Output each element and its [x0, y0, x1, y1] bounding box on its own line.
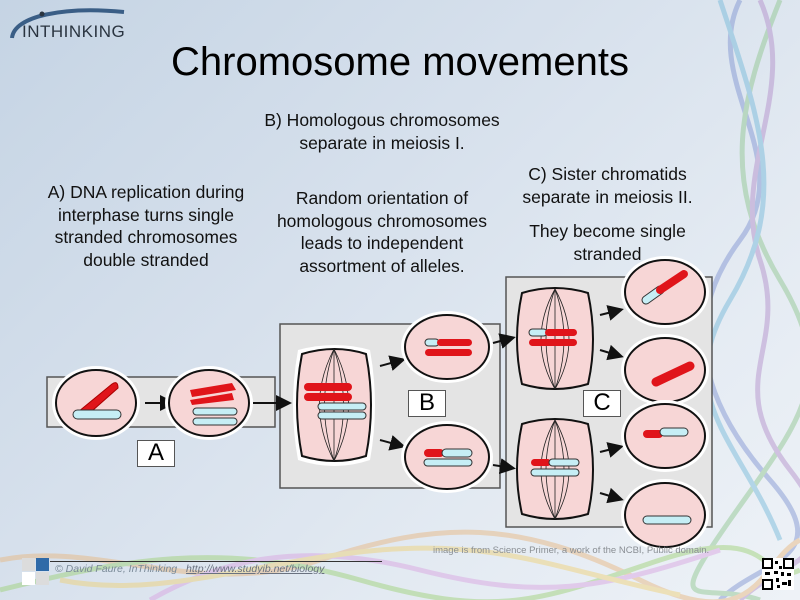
- logo-text: INTHINKING: [22, 22, 126, 41]
- chromatid-blue: [192, 407, 238, 416]
- logo-swoosh-icon: [10, 8, 125, 39]
- panel-b-note: Random orientation of homologous chromos…: [276, 188, 488, 276]
- arrow: [379, 355, 406, 371]
- cell-c-gamete-1: [621, 256, 709, 328]
- cell-a-replicated: [165, 366, 253, 440]
- qr-code-icon[interactable]: [762, 558, 794, 590]
- arrow: [599, 487, 624, 504]
- panel-a-label: A: [137, 440, 175, 467]
- cell-b-meiosis-i: [293, 345, 375, 466]
- arrow: [599, 344, 624, 361]
- cell-a-interphase: [52, 366, 140, 440]
- footer-link[interactable]: http://www.studyib.net/biology: [186, 563, 325, 575]
- image-credit: image is from Science Primer, a work of …: [433, 545, 710, 556]
- cell-c-meiosis-ii-top: [516, 287, 594, 390]
- arrow: [599, 442, 624, 458]
- panel-b-description: B) Homologous chromosomes separate in me…: [264, 110, 500, 153]
- footer-author: © David Faure, InThinking: [55, 563, 178, 575]
- page-title: Chromosome movements: [171, 40, 629, 84]
- arrow: [379, 435, 406, 451]
- panel-c-description: C) Sister chromatids separate in meiosis…: [522, 164, 693, 207]
- inthinking-logo: INTHINKING: [4, 2, 129, 44]
- cell-c-meiosis-ii-bottom: [516, 418, 594, 520]
- panel-b-label: B: [408, 390, 446, 417]
- footer-squares-logo: [22, 558, 50, 586]
- cell-c-gamete-2: [621, 334, 709, 406]
- chromatid-blue: [192, 417, 238, 426]
- chromosome-red-double: [190, 383, 236, 405]
- cell-c-gamete-4: [621, 479, 709, 551]
- cell-c-gamete-3: [621, 400, 709, 472]
- footer-attribution: © David Faure, InThinking http://www.stu…: [55, 563, 324, 575]
- arrow: [599, 305, 624, 321]
- arrow: [492, 458, 516, 475]
- panel-a-description: A) DNA replication during interphase tur…: [47, 182, 245, 270]
- cell-b-daughter-top: [401, 311, 493, 383]
- chromosome-blue: [72, 409, 122, 420]
- arrow: [492, 333, 516, 349]
- panel-c-label: C: [583, 390, 621, 417]
- footer-divider: [50, 561, 382, 562]
- cell-b-daughter-bottom: [401, 421, 493, 493]
- panel-c-note: They become single stranded: [529, 221, 686, 264]
